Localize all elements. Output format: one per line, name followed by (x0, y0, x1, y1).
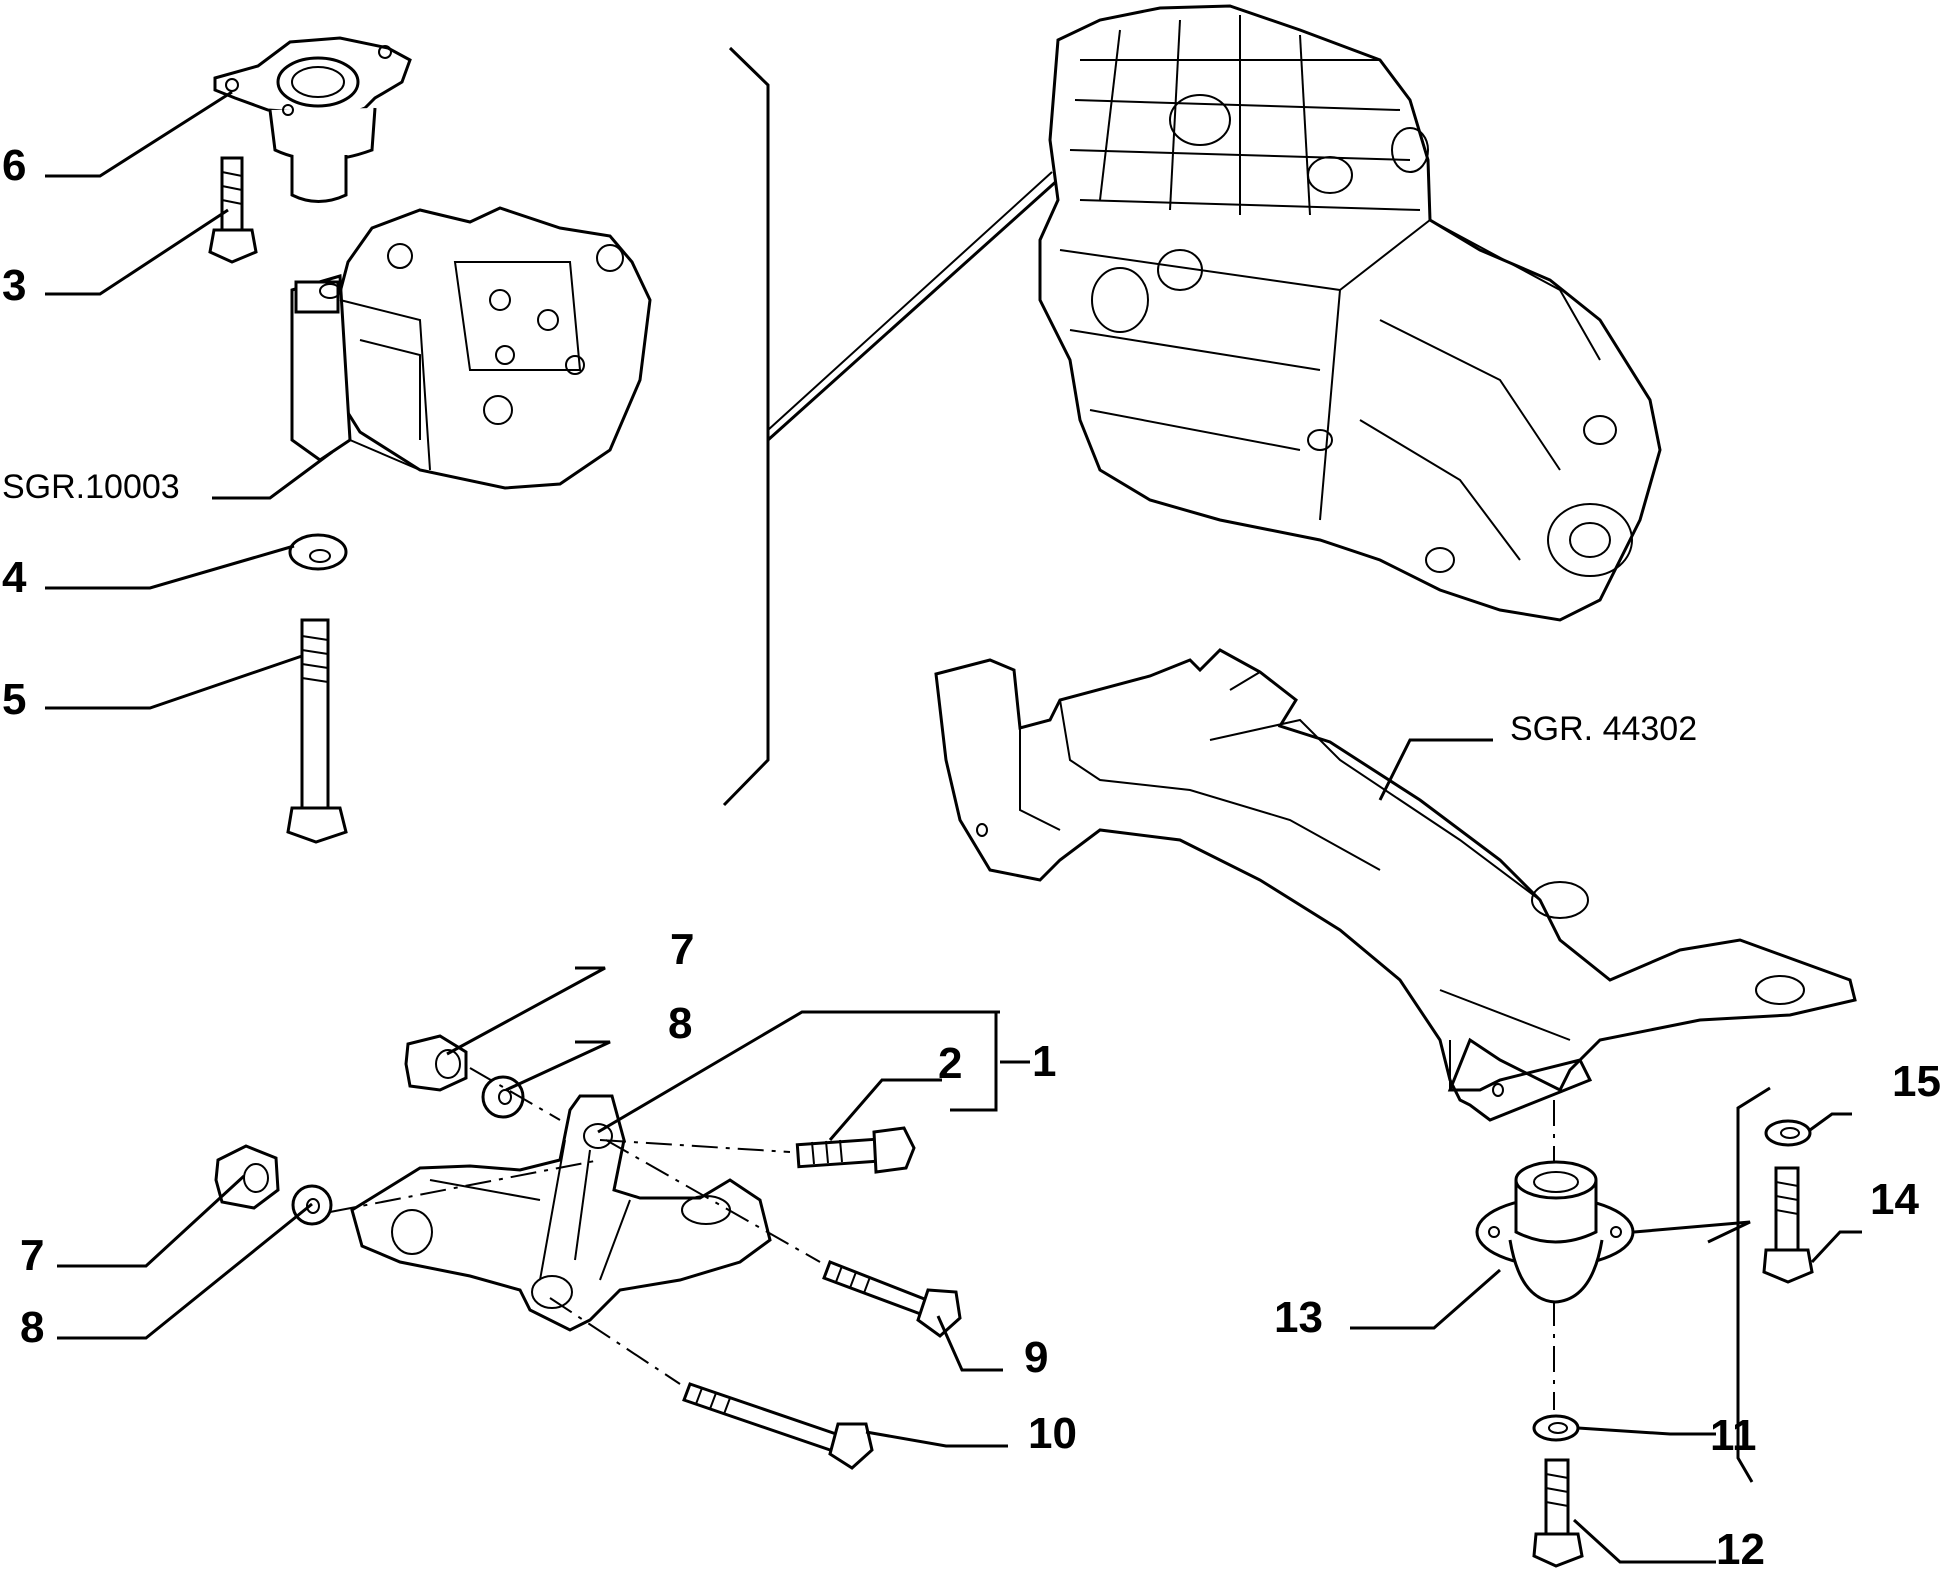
part-1-rear-link-bracket (352, 1096, 770, 1330)
callout-1: 1 (1032, 1037, 1057, 1086)
callout-9: 9 (1024, 1333, 1049, 1382)
ref-sgr10003: SGR.10003 (2, 468, 180, 506)
callout-5: 5 (2, 675, 27, 724)
part-12-bolt (1534, 1460, 1582, 1566)
callout-8-lower: 8 (20, 1303, 45, 1352)
callout-12: 12 (1716, 1525, 1765, 1574)
callout-10: 10 (1028, 1409, 1077, 1458)
part-8-washer-upper (483, 1077, 523, 1117)
part-10-bolt (684, 1384, 872, 1468)
callout-13: 13 (1274, 1293, 1323, 1342)
part-13-rubber-mount (1477, 1162, 1633, 1302)
engine-leader (768, 178, 1060, 440)
part-7-nut-upper (406, 1036, 466, 1090)
callout-7-lower: 7 (20, 1231, 45, 1280)
callout-6: 6 (2, 141, 27, 190)
callout-15: 15 (1892, 1057, 1941, 1106)
part-14-bolt (1764, 1168, 1812, 1282)
callout-7-upper: 7 (670, 925, 695, 974)
ref-sgr44302: SGR. 44302 (1510, 710, 1698, 748)
part-5-long-bolt (288, 620, 346, 842)
part-9-bolt (824, 1262, 960, 1336)
part-3-bolt (210, 158, 256, 262)
callout-14: 14 (1870, 1175, 1919, 1224)
leader-lines (45, 92, 1862, 1562)
callout-4: 4 (2, 553, 27, 602)
engine-gearbox-assembly (1040, 6, 1660, 620)
part-11-washer (1534, 1416, 1578, 1440)
part-sgr10003-bracket (292, 208, 650, 488)
part-7-nut-lower (216, 1146, 278, 1208)
crossmember-sgr44302 (936, 650, 1855, 1120)
callout-11: 11 (1710, 1411, 1757, 1460)
group-bracket (724, 48, 768, 805)
part-6-upper-mount (215, 38, 410, 202)
callout-3: 3 (2, 261, 27, 310)
callout-8-upper: 8 (668, 999, 693, 1048)
right-group-bracket (1738, 1088, 1770, 1482)
part-2-bolt (797, 1128, 914, 1172)
part-15-washer (1766, 1121, 1810, 1145)
callout-2: 2 (938, 1039, 963, 1088)
engine-leader-2 (768, 172, 1052, 430)
part-4-washer (290, 535, 346, 569)
